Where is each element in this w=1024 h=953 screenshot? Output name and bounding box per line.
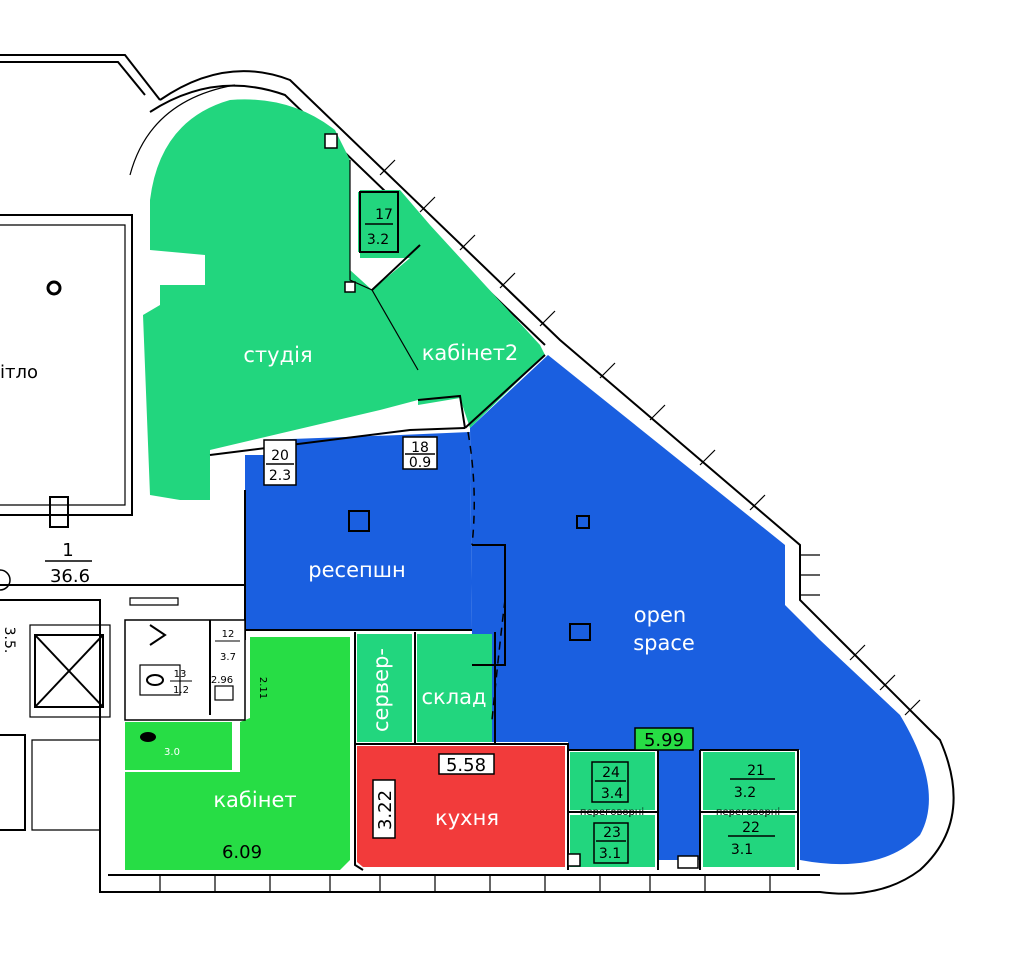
room-openspace[interactable] [470, 355, 929, 865]
room-12-number: 12 [222, 629, 235, 640]
building-outline [0, 54, 955, 895]
label-kitchen: кухня [435, 806, 499, 830]
kitchen-width: 5.58 [446, 755, 486, 776]
room-server[interactable] [357, 634, 412, 742]
label-partial-left: ітло [0, 362, 38, 383]
room-22-area: 3.1 [731, 842, 753, 858]
toilet-icon [149, 624, 167, 646]
label-cabinet: кабінет [213, 788, 296, 812]
label-cabinet2: кабінет2 [422, 341, 519, 365]
label-server: сервер- [369, 648, 393, 732]
openspace-width: 5.99 [644, 730, 684, 751]
sink-icon [146, 674, 164, 686]
label-openspace-1: open [634, 603, 686, 627]
room-22-number: 22 [742, 820, 760, 836]
room-17[interactable] [358, 192, 398, 252]
room-13-number: 13 [174, 669, 187, 680]
room-30-area: 3.0 [164, 747, 180, 758]
labels: студія кабінет2 ресепшн open space серве… [0, 207, 780, 864]
dim-2-96: 2.96 [211, 675, 233, 686]
room-18-number: 18 [411, 440, 429, 456]
cabinet-width: 6.09 [222, 842, 262, 863]
room-22[interactable] [703, 815, 795, 867]
room-12-area: 3.7 [220, 652, 236, 663]
label-meeting-left: переговорні [580, 806, 644, 818]
room-1-number: 1 [62, 540, 73, 561]
room-studio[interactable] [143, 99, 418, 500]
room-21-number: 21 [747, 763, 765, 779]
column-icon [46, 280, 62, 296]
room-cabinet[interactable] [125, 637, 350, 870]
interior-walls [124, 133, 799, 871]
room-21-area: 3.2 [734, 785, 756, 801]
room-20-number: 20 [271, 448, 289, 464]
toilet-icon [140, 732, 156, 742]
label-openspace-2: space [633, 631, 695, 655]
kitchen-height: 3.22 [375, 790, 396, 830]
room-24-number: 24 [602, 765, 620, 781]
room-18-area: 0.9 [409, 455, 431, 471]
dim-2-11: 2.11 [257, 677, 268, 699]
room-13-area: 1.2 [173, 685, 189, 696]
room-cabinet2[interactable] [360, 190, 545, 428]
room-20-area: 2.3 [269, 468, 291, 484]
room-23-number: 23 [603, 825, 621, 841]
room-17-area: 3.2 [367, 232, 389, 248]
room-24-area: 3.4 [601, 786, 623, 802]
room-21[interactable] [703, 752, 795, 810]
rooms-layer [125, 99, 929, 870]
room-storage[interactable] [417, 634, 492, 742]
label-meeting-right: переговорні [716, 806, 780, 818]
room-1-area: 36.6 [50, 566, 90, 587]
label-studio: студія [243, 343, 312, 367]
room-17-number: 17 [375, 207, 393, 223]
edge-partial-dim: 3.5. [1, 627, 17, 654]
room-kitchen[interactable] [357, 746, 565, 867]
label-reception: ресепшн [308, 558, 405, 582]
room-30[interactable] [125, 722, 232, 770]
room-23-area: 3.1 [599, 846, 621, 862]
label-storage: склад [421, 685, 486, 709]
